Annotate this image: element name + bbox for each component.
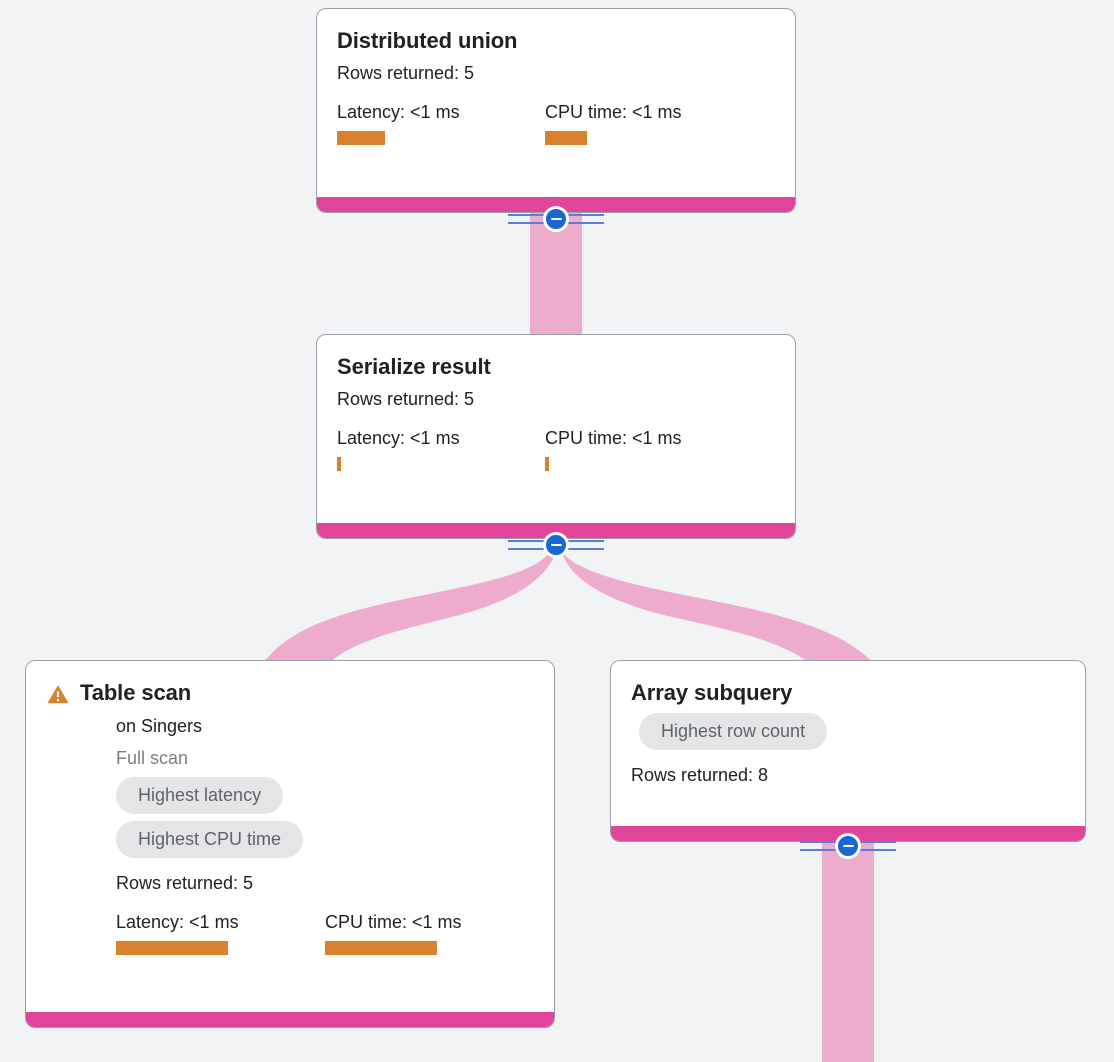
node-body: Serialize result Rows returned: 5 Latenc…: [317, 335, 795, 523]
node-footer-bar: [26, 1012, 554, 1027]
metric-latency: Latency: <1 ms: [337, 100, 545, 145]
node-body: Distributed union Rows returned: 5 Laten…: [317, 9, 795, 197]
metric-cpu-time: CPU time: <1 ms: [545, 100, 682, 145]
collapse-minus-icon[interactable]: [543, 206, 569, 232]
metric-latency-bar: [337, 457, 341, 471]
node-body: Array subquery Highest row count Rows re…: [611, 661, 1085, 826]
node-header: Array subquery: [631, 679, 1065, 707]
rows-returned: Rows returned: 8: [631, 765, 769, 785]
node-title: Array subquery: [631, 680, 793, 705]
rows-returned: Rows returned: 5: [116, 873, 254, 893]
collapse-minus-icon[interactable]: [543, 532, 569, 558]
metrics-row: Latency: <1 ms CPU time: <1 ms: [337, 100, 775, 145]
node-header: Distributed union: [337, 27, 775, 55]
warning-triangle-icon: [46, 682, 70, 706]
edge-union-to-serialize: [530, 213, 582, 340]
metric-latency-bar: [337, 131, 385, 145]
node-footer-bar: [317, 523, 795, 538]
metric-latency-label: Latency: <1 ms: [337, 428, 460, 448]
node-header: Serialize result: [337, 353, 775, 381]
node-body: Table scan on Singers Full scan Highest …: [26, 661, 554, 1012]
badge-list: Highest latency Highest CPU time: [116, 777, 534, 865]
node-title: Table scan: [80, 680, 192, 705]
node-title: Serialize result: [337, 354, 491, 379]
node-title: Distributed union: [337, 28, 518, 53]
rows-returned: Rows returned: 5: [337, 389, 475, 409]
metric-cpu-time-bar: [545, 131, 587, 145]
node-subtitle: on Singers: [116, 716, 203, 736]
badge-list: Highest row count: [631, 713, 1065, 757]
node-footer-bar: [317, 197, 795, 212]
badge-highest-row-count: Highest row count: [639, 713, 828, 750]
edge-serialize-to-tablescan: [264, 548, 556, 662]
node-header: Table scan: [46, 679, 534, 707]
metric-latency-bar: [116, 941, 228, 955]
edge-serialize-to-arraysubquery: [560, 548, 872, 662]
metric-cpu-time-bar: [545, 457, 549, 471]
metric-latency: Latency: <1 ms: [116, 910, 325, 955]
node-serialize-result[interactable]: Serialize result Rows returned: 5 Latenc…: [316, 334, 796, 539]
metrics-row: Latency: <1 ms CPU time: <1 ms: [337, 426, 775, 471]
metric-latency-label: Latency: <1 ms: [116, 912, 239, 932]
metric-latency: Latency: <1 ms: [337, 426, 545, 471]
metric-cpu-time-label: CPU time: <1 ms: [545, 428, 682, 448]
metric-cpu-time-label: CPU time: <1 ms: [325, 912, 462, 932]
badge-highest-cpu-time: Highest CPU time: [116, 821, 304, 858]
metric-cpu-time: CPU time: <1 ms: [325, 910, 462, 955]
node-table-scan[interactable]: Table scan on Singers Full scan Highest …: [25, 660, 555, 1028]
node-array-subquery[interactable]: Array subquery Highest row count Rows re…: [610, 660, 1086, 842]
collapse-handle-serialize-result[interactable]: [508, 532, 604, 558]
node-details: on Singers Full scan Highest latency Hig…: [46, 713, 534, 955]
node-distributed-union[interactable]: Distributed union Rows returned: 5 Laten…: [316, 8, 796, 213]
node-scan-type: Full scan: [116, 748, 189, 768]
metrics-row: Latency: <1 ms CPU time: <1 ms: [116, 910, 534, 955]
edge-arraysubquery-down: [822, 842, 874, 1062]
collapse-handle-distributed-union[interactable]: [508, 206, 604, 232]
metric-cpu-time-bar: [325, 941, 437, 955]
collapse-handle-array-subquery[interactable]: [800, 833, 896, 859]
collapse-minus-icon[interactable]: [835, 833, 861, 859]
metric-latency-label: Latency: <1 ms: [337, 102, 460, 122]
metric-cpu-time: CPU time: <1 ms: [545, 426, 682, 471]
rows-returned: Rows returned: 5: [337, 63, 475, 83]
metric-cpu-time-label: CPU time: <1 ms: [545, 102, 682, 122]
badge-highest-latency: Highest latency: [116, 777, 284, 814]
